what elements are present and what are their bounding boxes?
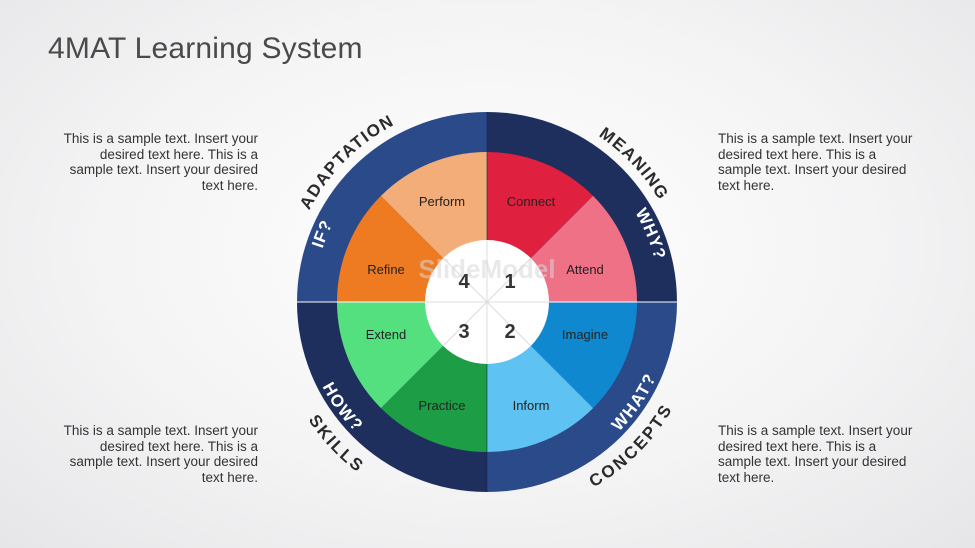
label-refine: Refine — [367, 262, 405, 277]
label-imagine: Imagine — [562, 327, 608, 342]
quadrant-number-3: 3 — [458, 321, 469, 343]
note-top-right: This is a sample text. Insert your desir… — [718, 131, 913, 193]
note-bottom-left: This is a sample text. Insert your desir… — [63, 423, 258, 485]
label-inform: Inform — [513, 398, 550, 413]
quadrant-number-4: 4 — [458, 271, 470, 293]
label-perform: Perform — [419, 194, 465, 209]
quadrant-number-1: 1 — [504, 271, 515, 293]
label-practice: Practice — [419, 398, 466, 413]
label-attend: Attend — [566, 262, 604, 277]
label-connect: Connect — [507, 194, 556, 209]
note-bottom-right: This is a sample text. Insert your desir… — [718, 423, 913, 485]
page-title: 4MAT Learning System — [48, 32, 363, 65]
label-extend: Extend — [366, 327, 406, 342]
note-top-left: This is a sample text. Insert your desir… — [63, 131, 258, 193]
watermark-text: SlideModel — [418, 254, 555, 284]
quadrant-number-2: 2 — [504, 321, 515, 343]
